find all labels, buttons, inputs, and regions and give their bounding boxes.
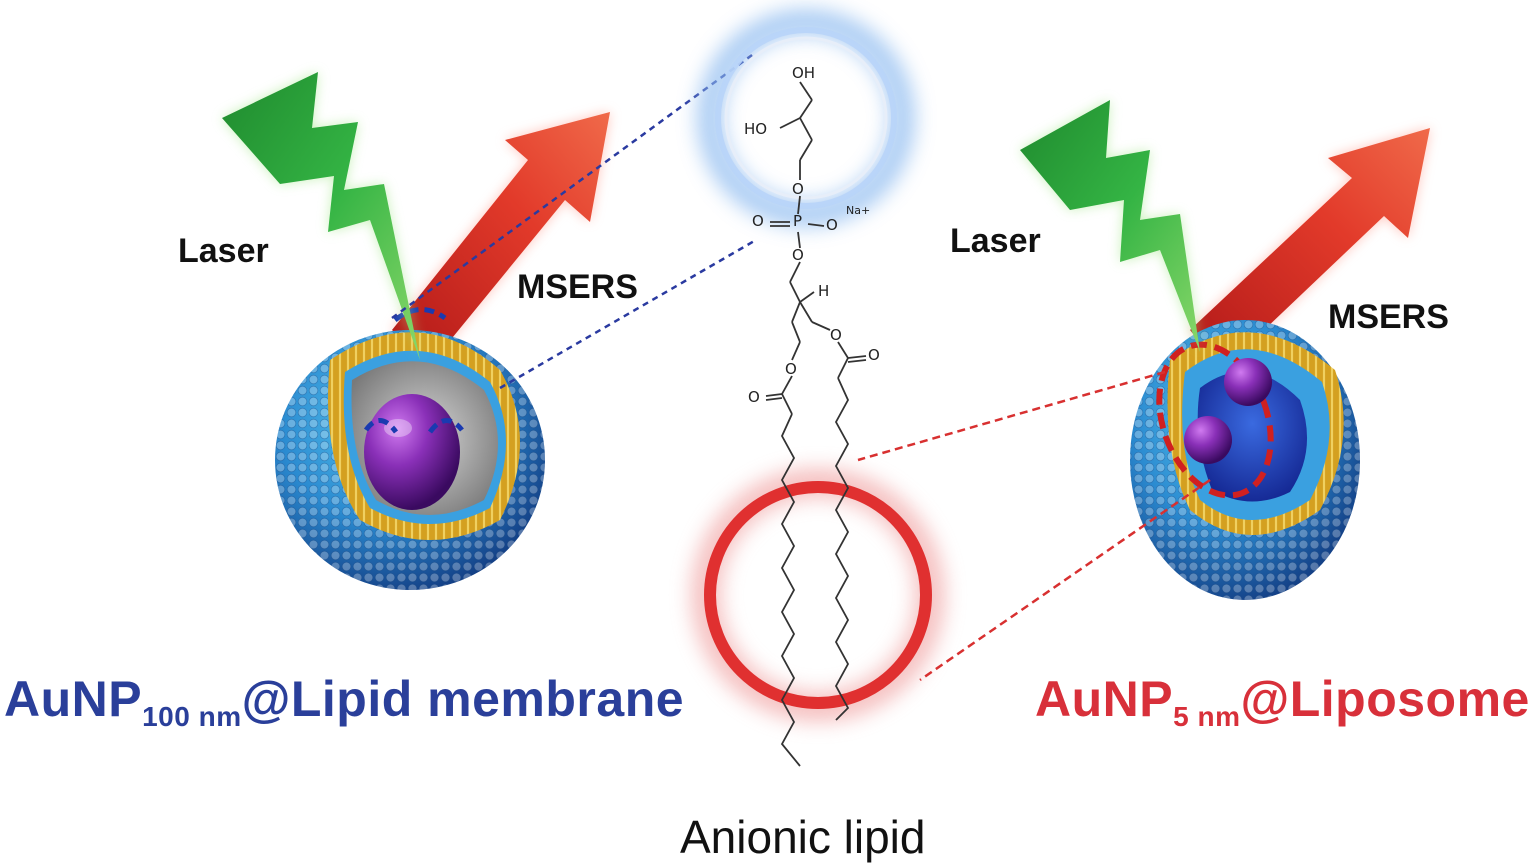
right-gold-nanoparticle-2 [1184, 416, 1232, 464]
chem-p: P [793, 212, 803, 230]
right-gold-nanoparticle-1 [1224, 358, 1272, 406]
left-connector-upper [391, 53, 753, 320]
right-liposome-core [1197, 371, 1308, 502]
left-connector-lower [499, 238, 757, 390]
chem-oh-top: OH [792, 64, 816, 82]
caption-anionic-lipid: Anionic lipid [680, 811, 926, 863]
msers-label-right: MSERS [1328, 298, 1449, 336]
anionic-lipid-structure [691, 9, 945, 767]
right-particle-assembly [857, 100, 1430, 682]
title-right-rest: @Liposome [1240, 671, 1530, 727]
chem-h: H [818, 282, 830, 300]
right-laser-bolt [1020, 100, 1200, 352]
title-left-subscript: 100 nm [142, 701, 242, 732]
chem-o-phosphate-left: O [752, 212, 764, 230]
right-connector-lower [919, 478, 1211, 682]
chem-o-ester-right: O [830, 326, 842, 344]
laser-label-left: Laser [178, 232, 269, 270]
chem-o-carbonyl-left: O [748, 388, 760, 406]
chem-o-lower: O [792, 246, 804, 264]
left-laser-bolt [222, 72, 420, 360]
title-left-rest: @Lipid membrane [241, 671, 685, 727]
chem-o-phosphate-right: O [826, 216, 838, 234]
chem-ho: HO [744, 120, 768, 138]
msers-label-left: MSERS [517, 268, 638, 306]
headgroup-glow-ring [697, 9, 915, 227]
chem-o-ester-left: O [785, 360, 797, 378]
title-left-main: AuNP [4, 671, 143, 727]
left-gold-nanoparticle [364, 394, 460, 510]
chem-o-link: O [792, 180, 804, 198]
laser-label-right: Laser [950, 222, 1041, 260]
chem-o-carbonyl-right: O [868, 346, 880, 364]
right-msers-arrow [1190, 128, 1430, 370]
chem-na: Na+ [846, 204, 871, 217]
title-right: AuNP5 nm@Liposome [1035, 670, 1530, 733]
left-particle-assembly [222, 53, 757, 590]
right-connector-upper [857, 370, 1166, 462]
tail-circle [704, 481, 932, 709]
title-right-subscript: 5 nm [1173, 701, 1241, 732]
title-left: AuNP100 nm@Lipid membrane [4, 670, 684, 733]
title-right-main: AuNP [1035, 671, 1174, 727]
